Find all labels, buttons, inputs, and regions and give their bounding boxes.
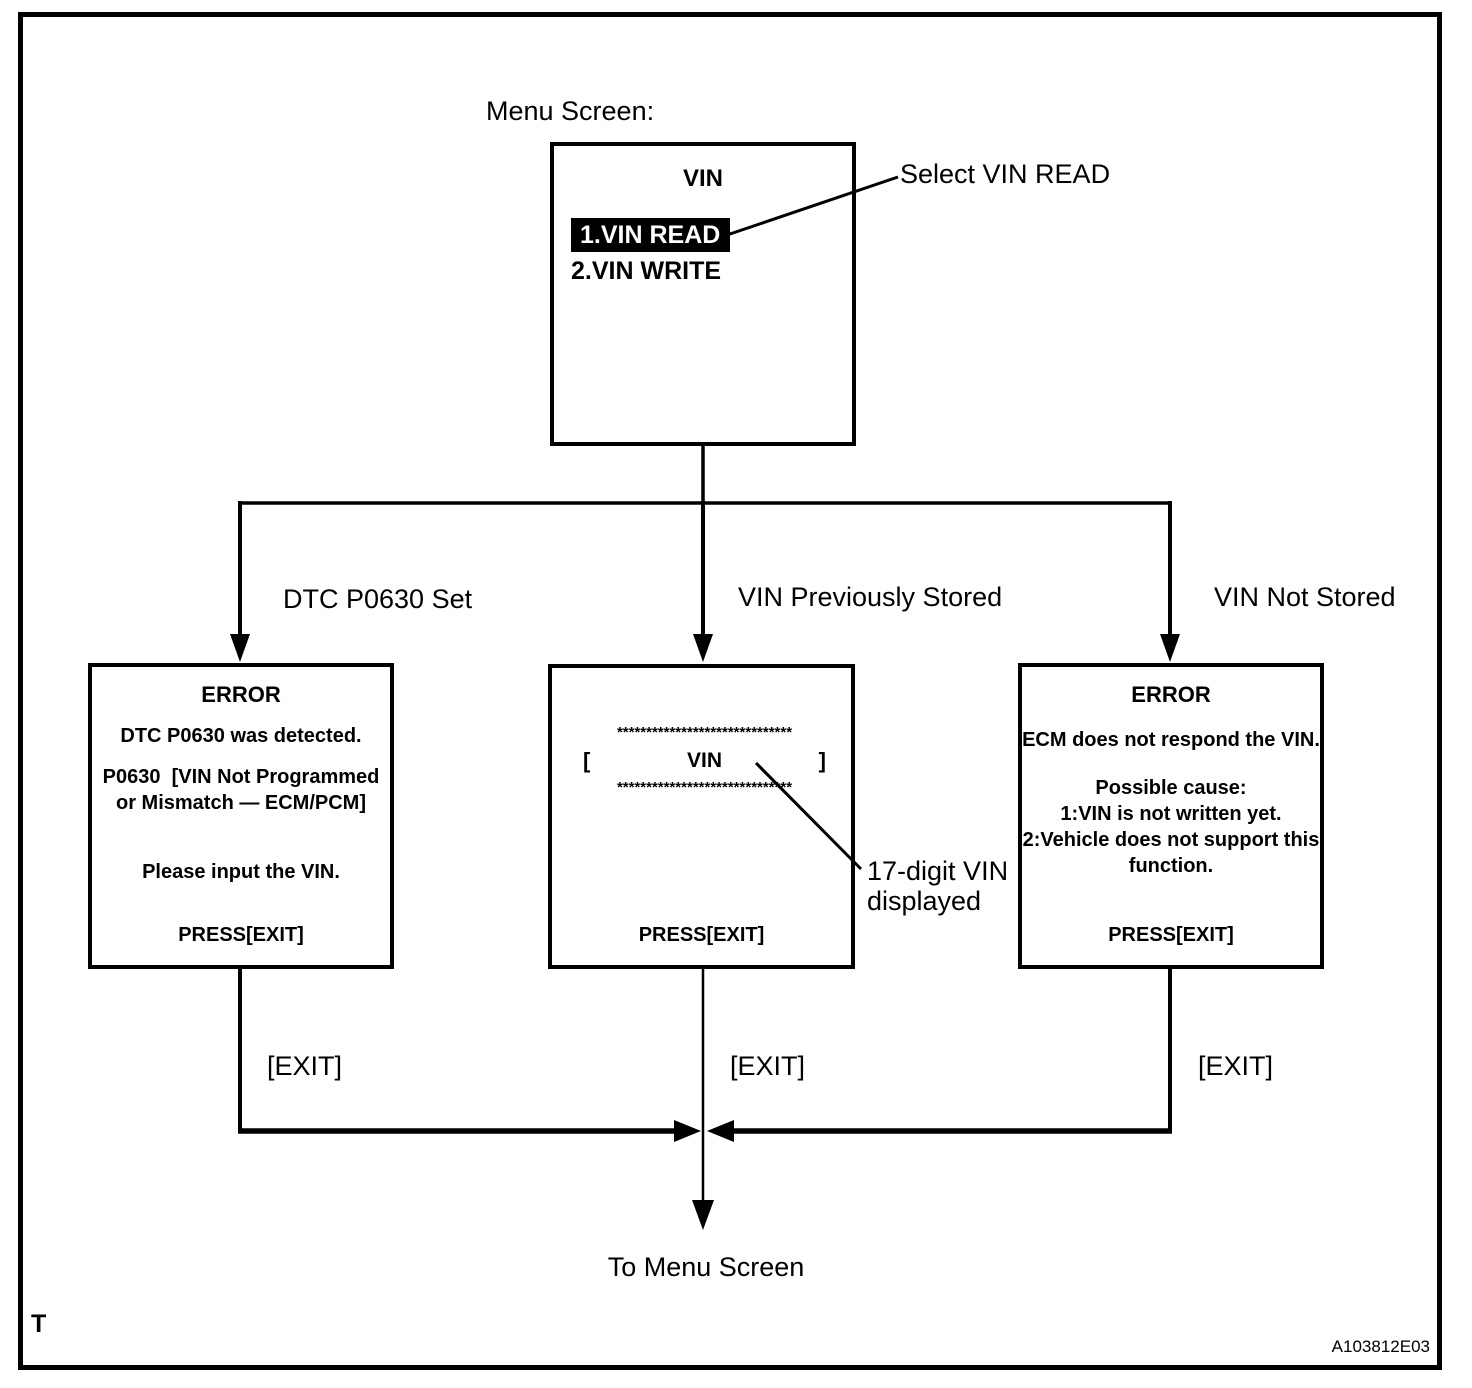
arrowhead-right-box bbox=[1160, 634, 1180, 662]
bracket-close: ] bbox=[818, 748, 826, 773]
stars-row-bottom: ****************************** bbox=[616, 779, 793, 796]
annotation-line-1: 17-digit VIN bbox=[867, 856, 1009, 886]
arrowhead-converge-right bbox=[707, 1120, 734, 1142]
seventeen-digit-vin-annotation: 17-digit VIN displayed bbox=[867, 856, 1008, 916]
error-line-input-vin: Please input the VIN. bbox=[142, 861, 340, 883]
vin-display-row: [ VIN ] bbox=[583, 748, 826, 774]
branch-label-vin-previously-stored: VIN Previously Stored bbox=[738, 582, 1003, 612]
error-line-mismatch: or Mismatch — ECM/PCM] bbox=[115, 792, 367, 814]
arrowhead-converge-left bbox=[674, 1120, 701, 1142]
vin-display-screen: ****************************** [ VIN ] *… bbox=[548, 664, 855, 969]
to-menu-screen-label: To Menu Screen bbox=[607, 1252, 805, 1282]
branch-label-dtc-p0630-set: DTC P0630 Set bbox=[283, 584, 473, 614]
select-vin-read-annotation: Select VIN READ bbox=[900, 159, 1111, 189]
error-title: ERROR bbox=[201, 682, 281, 707]
footer-t-mark: T bbox=[31, 1310, 47, 1338]
menu-item-vin-write-label: 2.VIN WRITE bbox=[571, 257, 722, 285]
figure-border bbox=[18, 12, 1442, 1370]
menu-item-vin-read: 1.VIN READ bbox=[571, 218, 731, 252]
error-line-detected: DTC P0630 was detected. bbox=[120, 725, 362, 747]
bracket-open: [ bbox=[583, 748, 591, 773]
exit-label-right: [EXIT] bbox=[1198, 1051, 1274, 1081]
leader-select-vin-read bbox=[723, 175, 899, 238]
vin-menu-screen: VIN 1.VIN READ 2.VIN WRITE bbox=[550, 142, 856, 446]
arrowhead-to-menu bbox=[692, 1200, 714, 1230]
stars-row-top: ****************************** bbox=[616, 724, 793, 741]
error-screen-no-response: ERROR ECM does not respond the VIN. Poss… bbox=[1018, 663, 1324, 969]
exit-label-left: [EXIT] bbox=[267, 1051, 343, 1081]
error-title-right: ERROR bbox=[1131, 682, 1211, 707]
menu-item-vin-write: 2.VIN WRITE bbox=[571, 257, 721, 286]
error-line-not-support: 2:Vehicle does not support this bbox=[1022, 829, 1320, 851]
press-exit-left: PRESS[EXIT] bbox=[178, 924, 304, 946]
arrowhead-left-box bbox=[230, 634, 250, 662]
annotation-line-2: displayed bbox=[867, 886, 982, 916]
menu-item-vin-read-label: 1.VIN READ bbox=[580, 221, 721, 249]
leader-17-digit-vin bbox=[754, 761, 863, 871]
menu-screen-label: Menu Screen: bbox=[486, 96, 655, 126]
press-exit-right: PRESS[EXIT] bbox=[1108, 924, 1234, 946]
error-line-possible-cause: Possible cause: bbox=[1095, 777, 1247, 799]
error-line-p0630: P0630 [VIN Not Programmed bbox=[102, 766, 380, 788]
error-line-function: function. bbox=[1128, 855, 1214, 877]
vin-display-word: VIN bbox=[686, 749, 722, 772]
press-exit-middle: PRESS[EXIT] bbox=[638, 924, 765, 946]
error-line-not-written: 1:VIN is not written yet. bbox=[1060, 803, 1282, 825]
branch-label-vin-not-stored: VIN Not Stored bbox=[1214, 582, 1396, 612]
error-line-no-respond: ECM does not respond the VIN. bbox=[1022, 729, 1320, 751]
error-screen-dtc-p0630: ERROR DTC P0630 was detected. P0630 [VIN… bbox=[88, 663, 394, 969]
arrowhead-middle-box bbox=[693, 634, 713, 662]
figure-id: A103812E03 bbox=[1331, 1337, 1430, 1356]
vin-menu-title: VIN bbox=[682, 165, 723, 192]
exit-label-middle: [EXIT] bbox=[730, 1051, 806, 1081]
